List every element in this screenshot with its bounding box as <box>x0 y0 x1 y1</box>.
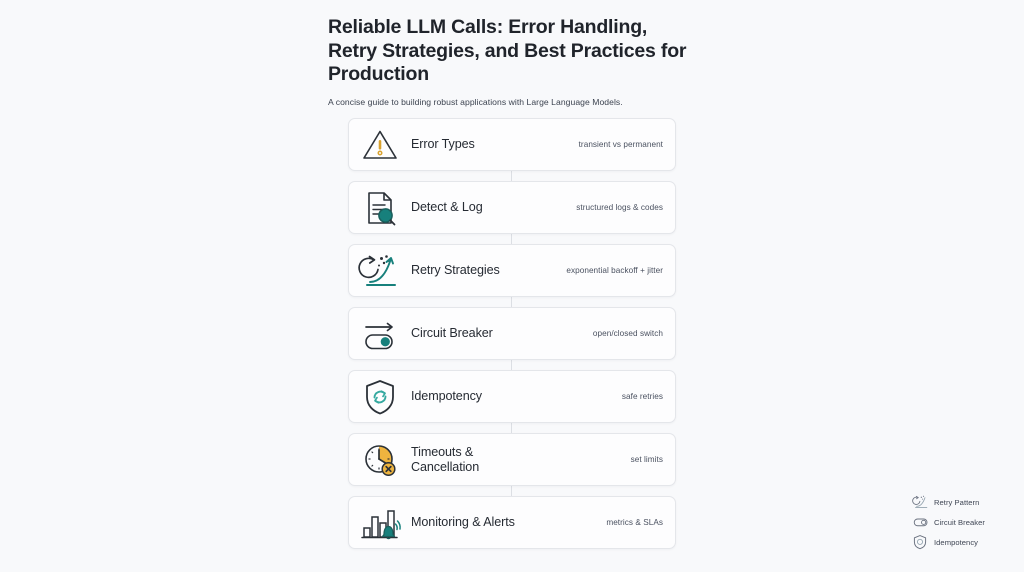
header: Reliable LLM Calls: Error Handling, Retr… <box>328 16 698 108</box>
legend-item-circuit-breaker: Circuit Breaker <box>912 512 1016 532</box>
retry-curve-icon <box>349 250 411 292</box>
flow-step-sublabel: metrics & SLAs <box>606 518 663 527</box>
page-subtitle: A concise guide to building robust appli… <box>328 96 623 107</box>
step-connector <box>511 234 512 244</box>
legend-item-idempotency: Idempotency <box>912 532 1016 552</box>
shield-refresh-icon <box>349 377 411 417</box>
flow-step-timeouts-cancellation[interactable]: Timeouts & Cancellation set limits <box>348 433 676 486</box>
flow-list: Error Types transient vs permanent Detec… <box>348 118 676 559</box>
step-connector <box>511 423 512 433</box>
toggle-switch-icon <box>912 515 934 529</box>
step-connector <box>511 297 512 307</box>
flow-step-circuit-breaker[interactable]: Circuit Breaker open/closed switch <box>348 307 676 360</box>
flow-step-sublabel: exponential backoff + jitter <box>566 266 663 275</box>
document-magnifier-icon <box>349 188 411 228</box>
flow-step-label: Timeouts & Cancellation <box>411 445 480 474</box>
retry-curve-icon <box>912 494 934 510</box>
legend: Retry Pattern Circuit Breaker Idempotenc… <box>912 492 1016 552</box>
flow-step-sublabel: structured logs & codes <box>576 203 663 212</box>
legend-item-label: Retry Pattern <box>934 497 980 507</box>
page-title: Reliable LLM Calls: Error Handling, Retr… <box>328 16 687 85</box>
flow-step-sublabel: set limits <box>630 455 663 464</box>
flow-step-label: Detect & Log <box>411 200 483 215</box>
legend-item-label: Idempotency <box>934 537 979 547</box>
flow-step-label: Monitoring & Alerts <box>411 515 515 530</box>
bar-chart-bell-icon <box>349 503 411 543</box>
warning-triangle-icon <box>349 126 411 164</box>
flow-step-label: Circuit Breaker <box>411 326 493 341</box>
flow-step-idempotency[interactable]: Idempotency safe retries <box>348 370 676 423</box>
flow-step-label: Retry Strategies <box>411 263 500 278</box>
flow-step-sublabel: transient vs permanent <box>578 140 663 149</box>
flow-step-retry-strategies[interactable]: Retry Strategies exponential backoff + j… <box>348 244 676 297</box>
flow-step-label: Idempotency <box>411 389 483 404</box>
flow-step-label: Error Types <box>411 137 475 152</box>
shield-icon <box>912 534 934 550</box>
legend-item-label: Circuit Breaker <box>934 517 985 527</box>
step-connector <box>511 360 512 370</box>
step-connector <box>511 171 512 181</box>
flow-step-monitoring-alerts[interactable]: Monitoring & Alerts metrics & SLAs <box>348 496 676 549</box>
toggle-switch-icon <box>349 315 411 353</box>
step-connector <box>511 486 512 496</box>
legend-item-retry-pattern: Retry Pattern <box>912 492 1016 512</box>
flow-step-error-types[interactable]: Error Types transient vs permanent <box>348 118 676 171</box>
flow-step-sublabel: open/closed switch <box>592 329 663 338</box>
flow-step-sublabel: safe retries <box>621 392 663 401</box>
clock-cancel-icon <box>349 439 411 481</box>
flow-step-detect-log[interactable]: Detect & Log structured logs & codes <box>348 181 676 234</box>
